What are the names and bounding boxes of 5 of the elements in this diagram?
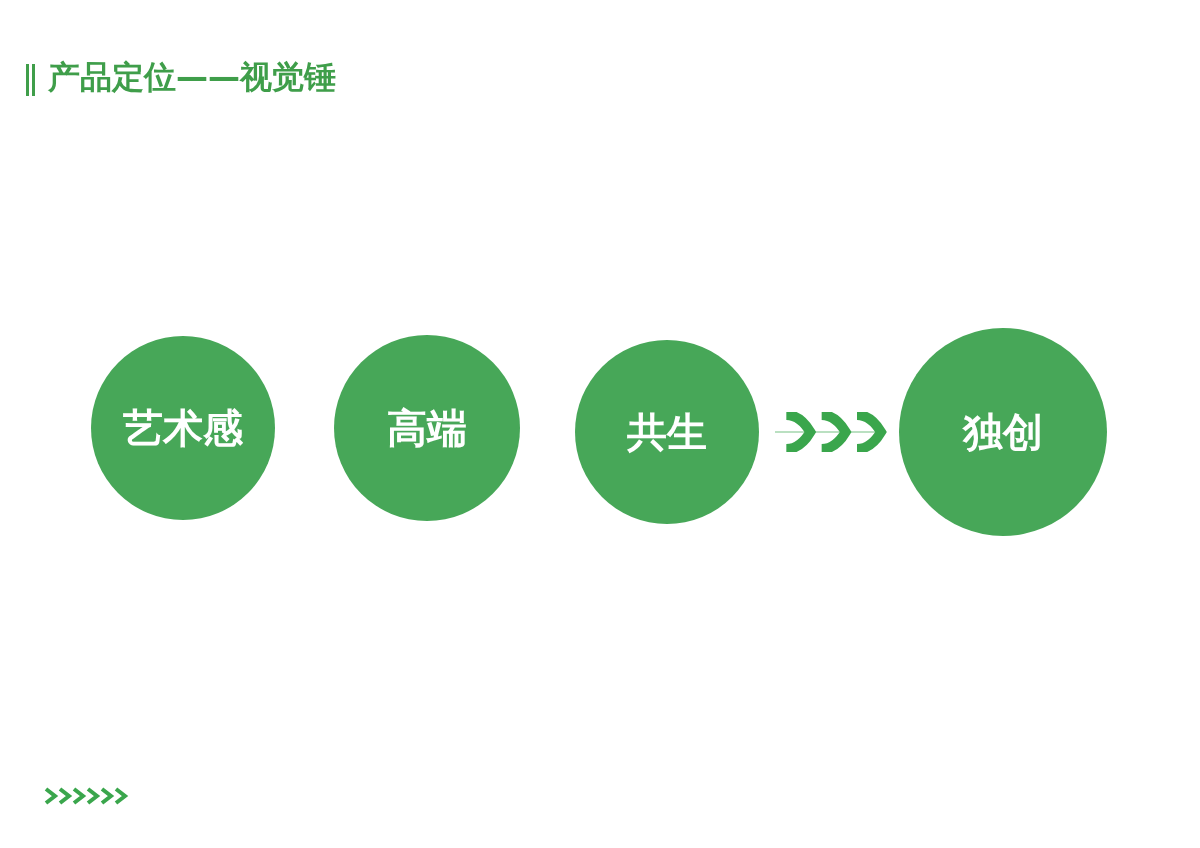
title: 产品定位——视觉锤 [48,57,336,98]
node-label: 高端 [387,403,467,453]
node-label: 艺术感 [123,403,243,453]
node-label: 独创 [963,407,1043,457]
node-label: 共生 [627,407,707,457]
